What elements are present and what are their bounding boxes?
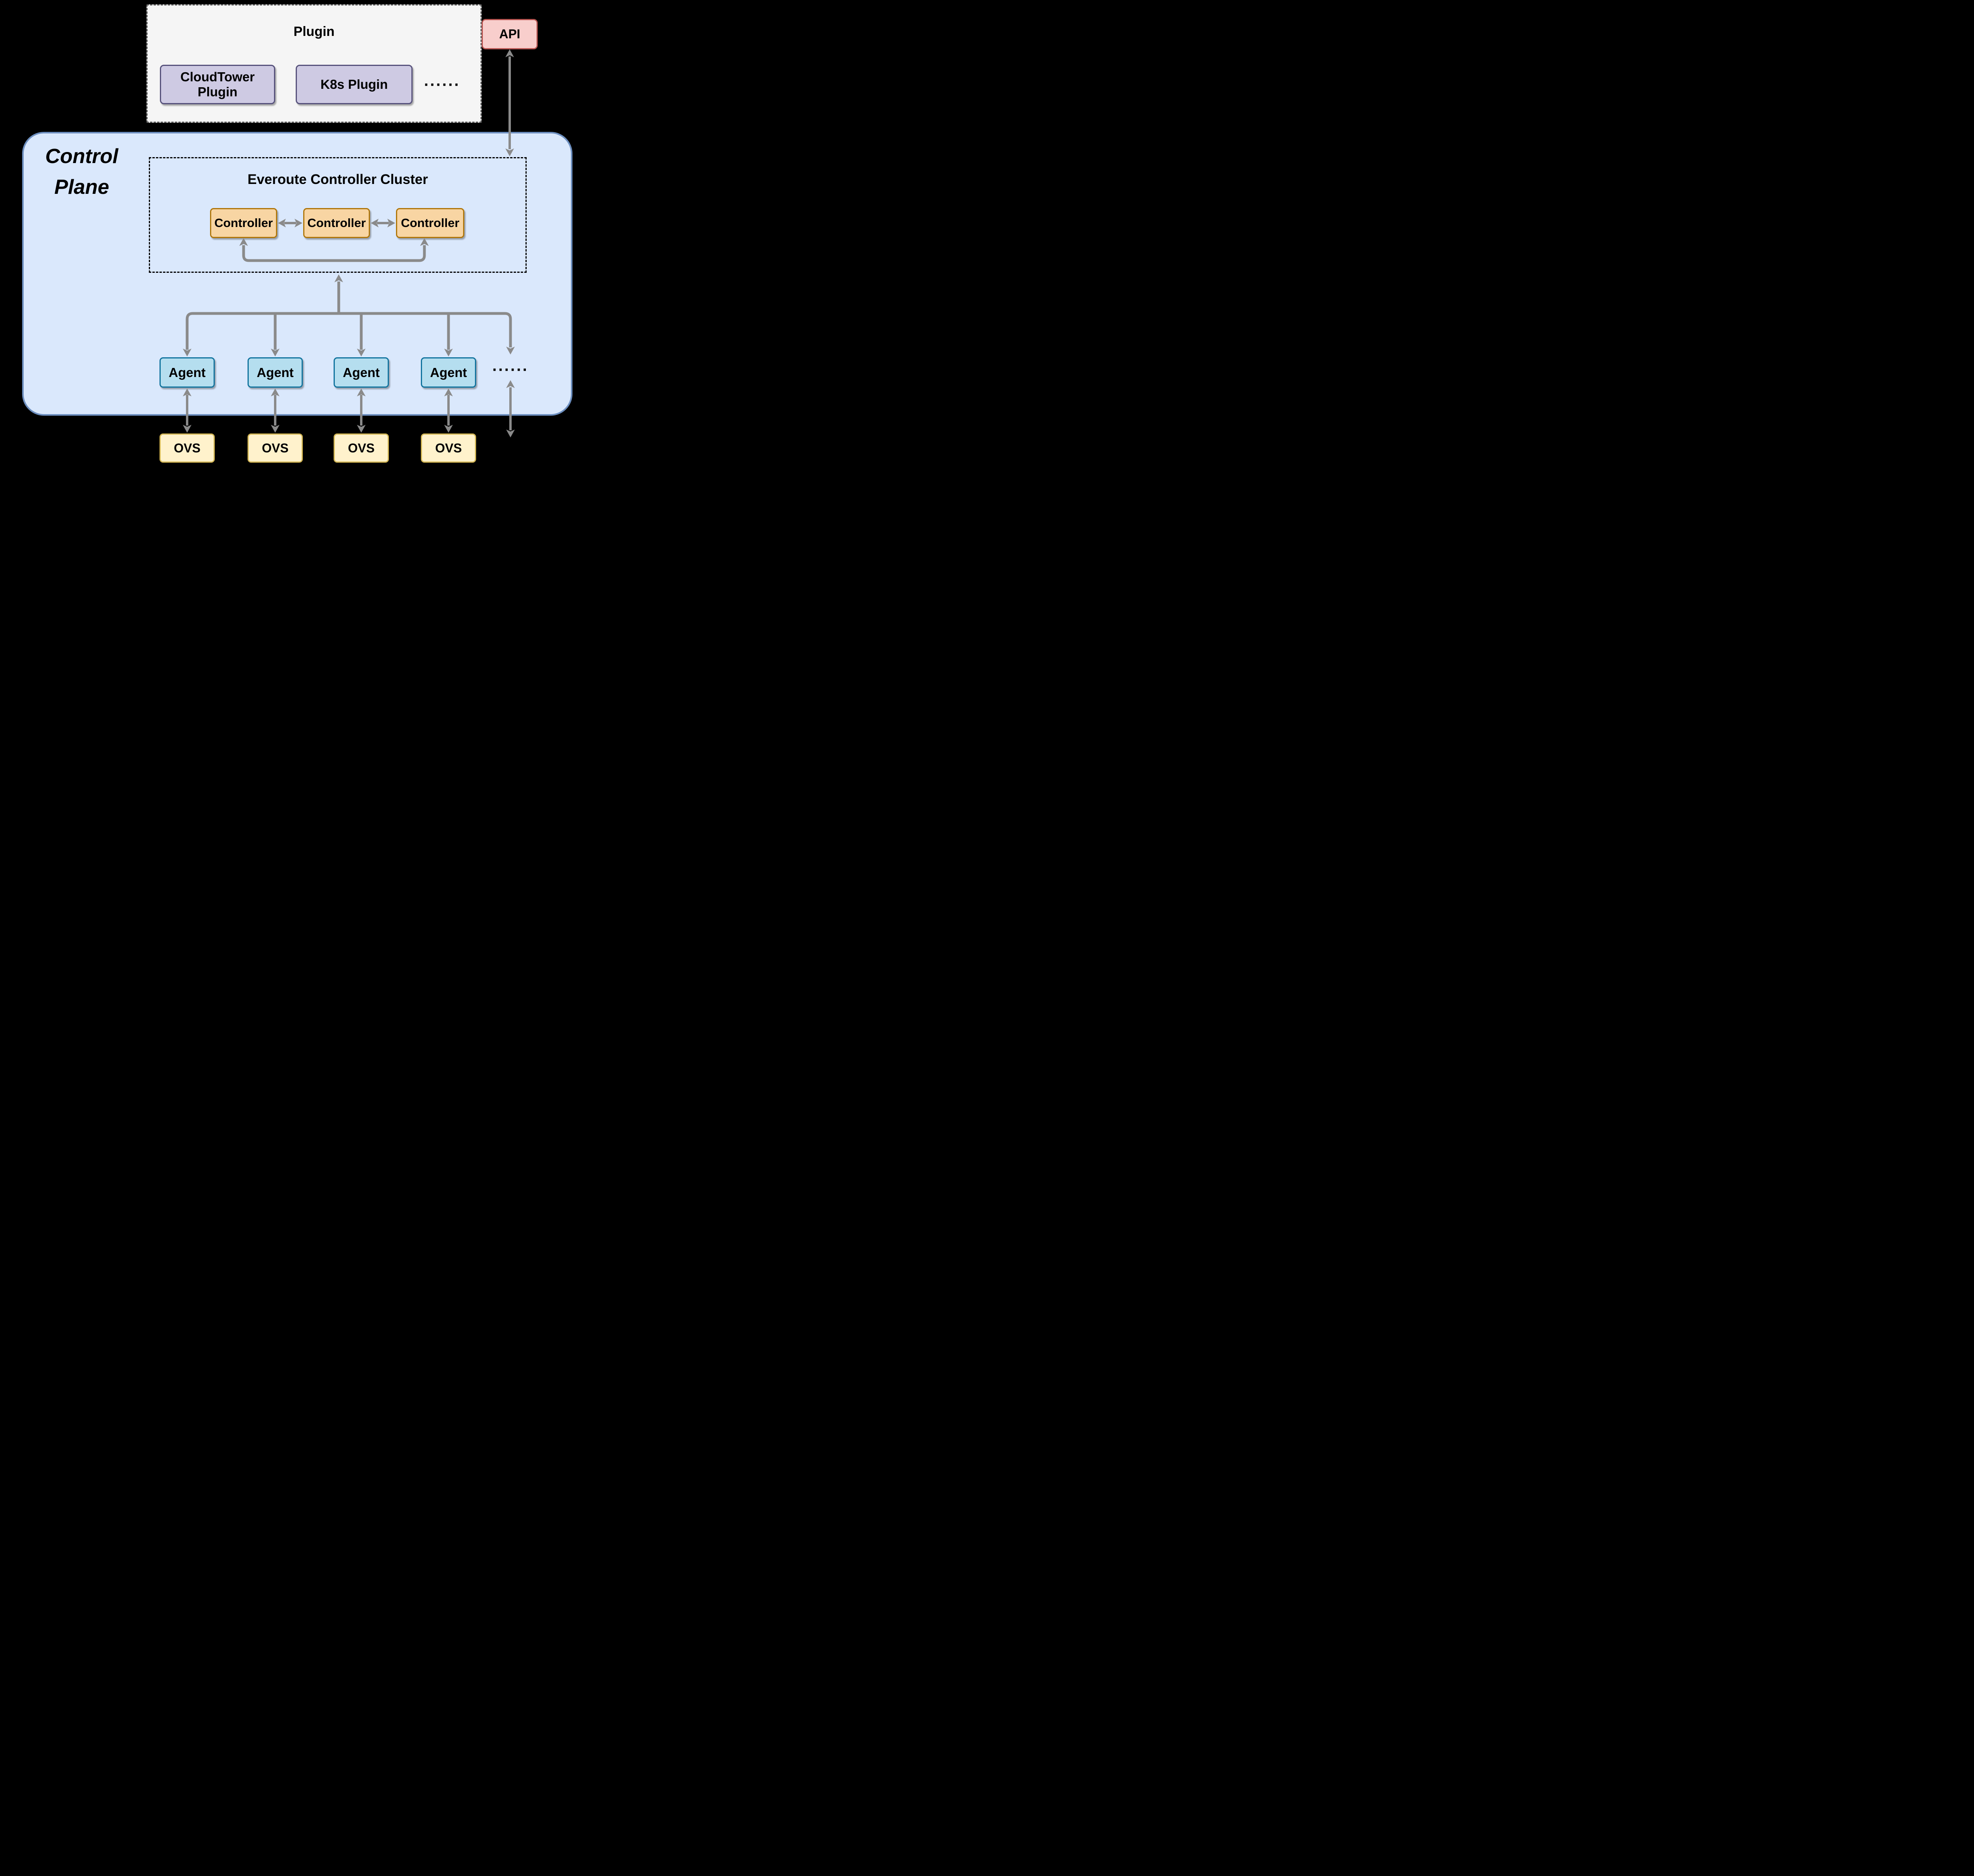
agent-label: Agent <box>169 365 206 380</box>
k8s-plugin-label: K8s Plugin <box>320 77 388 92</box>
cloudtower-plugin-label: CloudTower Plugin <box>180 69 255 99</box>
controller-box-1: Controller <box>210 208 277 238</box>
controller-label: Controller <box>214 216 273 230</box>
plugin-ellipsis: ······ <box>424 76 460 94</box>
agents-ellipsis: ······ <box>492 361 529 379</box>
plugin-panel-title: Plugin <box>293 24 335 39</box>
controller-cluster-title: Everoute Controller Cluster <box>247 172 428 187</box>
ovs-box-4: OVS <box>421 433 476 463</box>
api-label: API <box>499 27 520 41</box>
agent-box-1: Agent <box>159 357 215 388</box>
controller-label: Controller <box>401 216 460 230</box>
control-plane-label: Control Plane <box>45 145 118 199</box>
controller-box-2: Controller <box>303 208 370 238</box>
api-box: API <box>482 19 538 49</box>
diagram-canvas: Plugin CloudTower Plugin K8s Plugin ····… <box>0 0 574 469</box>
ovs-label: OVS <box>435 441 462 455</box>
agent-box-4: Agent <box>421 357 476 388</box>
agent-box-2: Agent <box>248 357 303 388</box>
ovs-box-1: OVS <box>159 433 215 463</box>
cloudtower-plugin-box: CloudTower Plugin <box>160 65 275 104</box>
ovs-box-3: OVS <box>334 433 389 463</box>
agent-label: Agent <box>257 365 294 380</box>
controller-label: Controller <box>307 216 366 230</box>
k8s-plugin-box: K8s Plugin <box>296 65 413 104</box>
ovs-box-2: OVS <box>248 433 303 463</box>
ovs-label: OVS <box>174 441 201 455</box>
plugin-panel <box>146 4 482 123</box>
ovs-label: OVS <box>262 441 289 455</box>
ovs-label: OVS <box>348 441 375 455</box>
agent-label: Agent <box>430 365 467 380</box>
agent-box-3: Agent <box>334 357 389 388</box>
agent-label: Agent <box>343 365 380 380</box>
controller-cluster-box <box>149 157 527 273</box>
controller-box-3: Controller <box>396 208 464 238</box>
